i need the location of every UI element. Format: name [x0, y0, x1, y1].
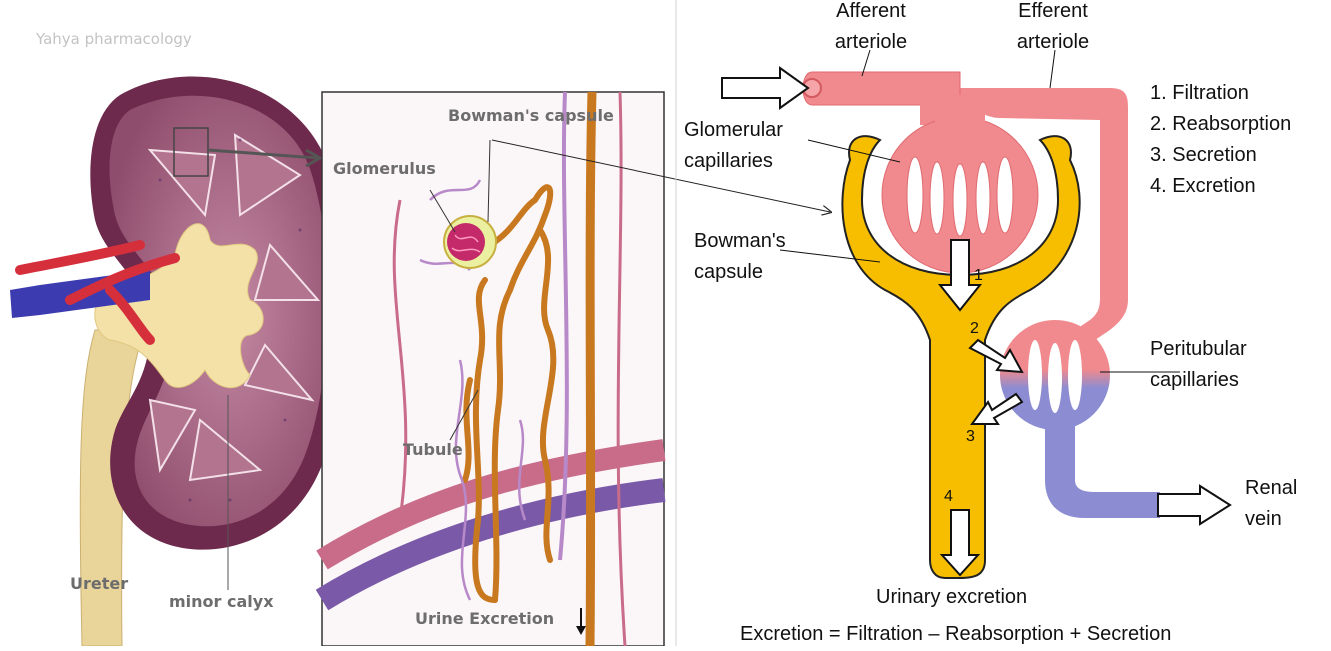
excretion-equation: Excretion = Filtration – Reabsorption + … — [740, 619, 1171, 650]
label-tubule: Tubule — [403, 440, 463, 459]
process-step: 3. Secretion — [1150, 140, 1291, 171]
label-minor-calyx: minor calyx — [169, 592, 274, 611]
label-efferent-arteriole: Efferent arteriole — [1008, 0, 1098, 58]
label-peritubular-capillaries: Peritubular capillaries — [1150, 334, 1247, 396]
label-urinary-excretion: Urinary excretion — [876, 582, 1027, 613]
label-glomerular-capillaries: Glomerular capillaries — [684, 115, 783, 177]
step-number-4: 4 — [944, 488, 953, 506]
process-steps-list: 1. Filtration 2. Reabsorption 3. Secreti… — [1150, 78, 1291, 202]
kidney-illustration — [10, 77, 348, 646]
label-bowmans-capsule-right: Bowman's capsule — [694, 226, 786, 288]
step-number-3: 3 — [966, 428, 975, 446]
step-number-2: 2 — [970, 320, 979, 338]
process-step: 1. Filtration — [1150, 78, 1291, 109]
label-ureter: Ureter — [70, 574, 128, 593]
label-afferent-arteriole: Afferent arteriole — [826, 0, 916, 58]
process-step: 2. Reabsorption — [1150, 109, 1291, 140]
step-number-1: 1 — [974, 267, 983, 285]
label-urine-excretion: Urine Excretion — [415, 609, 554, 628]
watermark-text: Yahya pharmacology — [36, 30, 192, 48]
process-step: 4. Excretion — [1150, 171, 1291, 202]
label-bowmans-capsule-left: Bowman's capsule — [448, 106, 614, 125]
inflow-arrow — [722, 68, 808, 108]
label-glomerulus: Glomerulus — [333, 159, 436, 178]
label-renal-vein: Renal vein — [1245, 473, 1297, 535]
